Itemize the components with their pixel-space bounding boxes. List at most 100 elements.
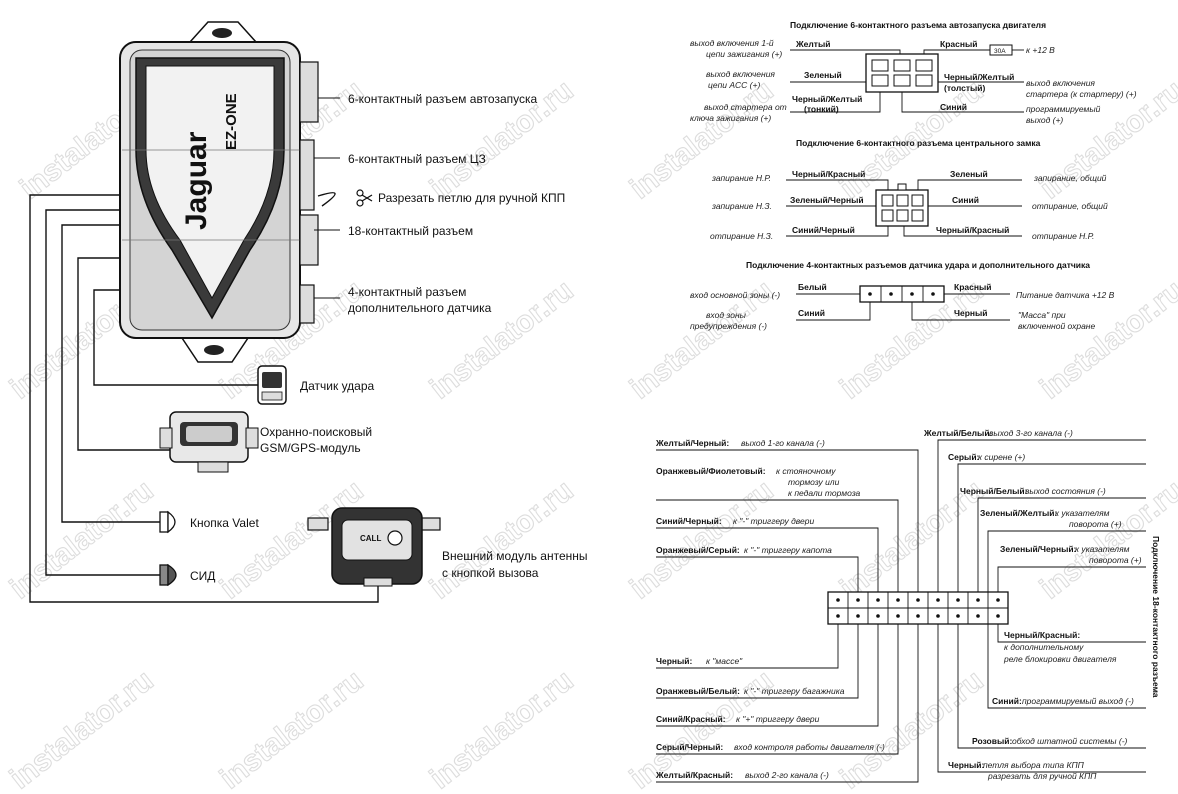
- lock6-desc-unlock-nc: отпирание Н.З.: [710, 231, 773, 241]
- conn18-right-desc: поворота (+): [1089, 555, 1142, 565]
- engine6-desc-starter-in-2: ключа зажигания (+): [690, 113, 771, 123]
- sensor4-title: Подключение 4-контактных разъемов датчик…: [746, 260, 1090, 270]
- gsm-module: [159, 411, 259, 473]
- lock6-wire-blue-black: Синий/Черный: [792, 225, 855, 235]
- lock6-title: Подключение 6-контактного разъема центра…: [796, 138, 1041, 148]
- conn18-right-wire: Черный/Красный:: [1004, 630, 1080, 640]
- lock6-wire-black-red-left: Черный/Красный: [792, 169, 865, 179]
- conn18-wire-line: [987, 530, 1146, 592]
- conn18-left-desc: к педали тормоза: [788, 488, 861, 498]
- conn18-right-desc: к дополнительному: [1004, 642, 1084, 652]
- sensor4-desc-warn-2: предупреждения (-): [690, 321, 767, 331]
- sensor4-section: Подключение 4-контактных разъемов датчик…: [746, 260, 1090, 321]
- sensor4-desc-warn: вход зоны: [706, 310, 747, 320]
- pin-top: [916, 598, 920, 602]
- call-button-label: CALL: [360, 534, 381, 543]
- conn18-right-desc: к указателям: [1075, 544, 1130, 554]
- conn18-wire-line: [957, 463, 1146, 592]
- pin-bottom: [916, 614, 920, 618]
- conn18-wire-line: [977, 497, 1146, 592]
- pin-bottom: [936, 614, 940, 618]
- lock6-desc-lock-common: запирание, общий: [1033, 173, 1107, 183]
- conn18-left-wire: Синий/Черный:: [656, 516, 722, 526]
- pin-top: [936, 598, 940, 602]
- conn18-wire-line: [656, 624, 899, 755]
- conn18-wire-line: [656, 624, 859, 699]
- engine6-wire-blue: Синий: [940, 102, 967, 112]
- led-icon: [159, 563, 177, 587]
- label-central-lock-connector: 6-контактный разъем ЦЗ: [348, 152, 486, 166]
- pin-top: [996, 598, 1000, 602]
- pin-bottom: [876, 614, 880, 618]
- pin-bottom: [956, 614, 960, 618]
- label-antenna-module-2: с кнопкой вызова: [442, 566, 539, 580]
- watermark: instalator.ru: [624, 474, 780, 606]
- antenna-module: [307, 507, 441, 587]
- pin-bottom: [836, 614, 840, 618]
- conn18-left-desc: к стояночному: [776, 466, 836, 476]
- pin-bottom: [896, 614, 900, 618]
- conn18-title: Подключение 18-контактного разъема: [1151, 536, 1161, 698]
- engine6-desc-ign1: выход включения 1-й: [690, 38, 774, 48]
- sensor4-wire-black: Черный: [954, 308, 988, 318]
- conn18-left-labels: Желтый/Черный:выход 1-го канала (-)Оранж…: [655, 438, 885, 780]
- conn18-right-desc: к указателям: [1055, 508, 1110, 518]
- fuse-label: 30A: [994, 48, 1006, 55]
- engine6-desc-acc-2: цепи ACC (+): [708, 80, 760, 90]
- label-led: СИД: [190, 569, 215, 583]
- engine6-wire-green: Зеленый: [804, 70, 842, 80]
- conn18-left-desc: к "+" триггеру двери: [736, 714, 820, 724]
- watermark: instalator.ru: [834, 664, 990, 794]
- lock6-desc-unlock-common: отпирание, общий: [1032, 201, 1108, 211]
- label-4pin-connector-2: дополнительного датчика: [348, 301, 492, 315]
- pin-top: [836, 598, 840, 602]
- conn18-wire-line: [656, 449, 919, 592]
- label-shock-sensor: Датчик удара: [300, 379, 375, 393]
- watermark: instalator.ru: [424, 474, 580, 606]
- conn18-left-desc: к "-" триггеру капота: [744, 545, 832, 555]
- conn18-right-wire: Розовый:: [972, 736, 1012, 746]
- conn18-right-wire: Зеленый/Черный:: [1000, 544, 1077, 554]
- conn18-section: Подключение 18-контактного разъема: [656, 439, 1161, 783]
- conn18-left-desc: к "-" триггеру багажника: [744, 686, 845, 696]
- label-autostart-connector: 6-контактный разъем автозапуска: [348, 92, 538, 106]
- conn18-right-wire: Серый:: [948, 452, 980, 462]
- sensor4-wire-blue: Синий: [798, 308, 825, 318]
- conn18-left-wire: Оранжевый/Фиолетовый:: [656, 466, 766, 476]
- conn18-wire-line: [957, 624, 1146, 749]
- label-antenna-module: Внешний модуль антенны: [442, 549, 588, 563]
- pin-bottom: [976, 614, 980, 618]
- brand-logo: Jaguar: [180, 131, 213, 230]
- engine6-wire-black-yellow-thick: Черный/Желтый: [944, 72, 1014, 82]
- conn18-left-wire: Синий/Красный:: [656, 714, 726, 724]
- lock6-wire-green: Зеленый: [950, 169, 988, 179]
- conn18-wire-line: [656, 624, 879, 727]
- valet-button-icon: [159, 510, 176, 534]
- engine6-title: Подключение 6-контактного разъема автоза…: [790, 20, 1046, 30]
- conn18-left-wire: Черный:: [656, 656, 693, 666]
- pin-top: [976, 598, 980, 602]
- engine6-desc-starter-out-2: стартера (к стартеру) (+): [1026, 89, 1137, 99]
- pin-top: [856, 598, 860, 602]
- engine6-desc-prog-2: выход (+): [1026, 115, 1063, 125]
- engine6-desc-starter-out: выход включения: [1026, 78, 1095, 88]
- lock6-desc-lock-nc: запирание Н.З.: [711, 201, 772, 211]
- lock6-wire-black-red-right: Черный/Красный: [936, 225, 1009, 235]
- conn18-wire-line: [656, 527, 879, 592]
- conn18-left-desc: выход 1-го канала (-): [741, 438, 825, 448]
- conn18-right-wire: Синий:: [992, 696, 1022, 706]
- lock6-wire-blue: Синий: [952, 195, 979, 205]
- engine6-desc-ign1-2: цепи зажигания (+): [706, 49, 782, 59]
- conn18-right-desc: разрезать для ручной КПП: [987, 771, 1097, 781]
- engine6-wire-black-yellow-thin-2: (тонкий): [804, 104, 839, 114]
- watermark: instalator.ru: [424, 664, 580, 794]
- watermark: instalator.ru: [214, 664, 370, 794]
- conn18-wire-line: [997, 624, 1146, 643]
- label-18pin-connector: 18-контактный разъем: [348, 224, 473, 238]
- conn18-wire-line: [656, 499, 899, 592]
- engine6-wire-black-yellow-thick-2: (толстый): [944, 83, 986, 93]
- conn18-wire-line: [656, 624, 839, 669]
- conn18-right-desc: петля выбора типа КПП: [983, 760, 1085, 770]
- label-4pin-connector: 4-контактный разъем: [348, 285, 466, 299]
- conn18-left-desc: к "массе": [706, 656, 743, 666]
